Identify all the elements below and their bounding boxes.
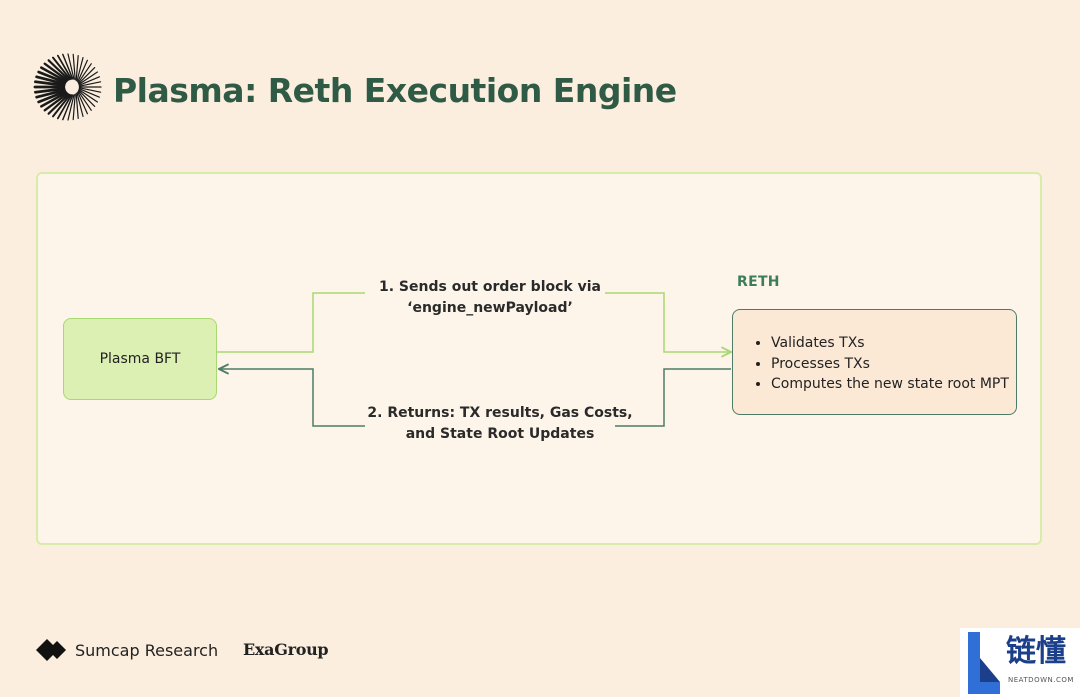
sunburst-ray — [52, 56, 71, 81]
sunburst-ray — [52, 93, 71, 118]
sunburst-ray — [75, 54, 79, 81]
sunburst-ray — [78, 88, 99, 103]
sunburst-ray — [37, 90, 67, 104]
sunburst-ray — [72, 53, 76, 81]
sunburst-ray — [40, 66, 68, 83]
reth-title: RETH — [737, 274, 780, 290]
page-title: Plasma: Reth Execution Engine — [113, 71, 677, 110]
list-item: Validates TXs — [753, 333, 1006, 354]
sunburst-ray — [77, 59, 89, 83]
sunburst-ray — [77, 63, 92, 84]
sunburst-ray — [67, 94, 75, 121]
sunburst-ray — [78, 87, 102, 93]
list-item: Processes TXs — [753, 354, 1006, 375]
double-diamond-icon — [36, 639, 66, 661]
sumcap-brand: Sumcap Research — [35, 637, 218, 663]
sunburst-ray — [78, 89, 96, 108]
sunburst-ray — [77, 90, 92, 111]
neatdown-watermark: 链懂 NEATDOWN.COM — [960, 628, 1080, 697]
sunburst-ray — [34, 87, 66, 94]
step-1-line-1: 1. Sends out order block via — [379, 279, 601, 295]
request-arrow — [217, 292, 365, 353]
sunburst-ray — [37, 70, 67, 84]
sunburst-ray — [43, 92, 69, 112]
watermark-chinese: 链懂 — [1006, 634, 1066, 669]
sunburst-ray — [75, 93, 79, 120]
sunburst-ray — [47, 59, 70, 81]
sunburst-ray — [62, 53, 74, 80]
step-1-line-2: ‘engine_newPayload’ — [407, 300, 573, 316]
sunburst-ray — [72, 93, 76, 121]
sunburst-ray — [67, 53, 75, 80]
step-2-line-2: and State Root Updates — [405, 426, 595, 442]
sunburst-ray — [35, 75, 66, 86]
plasma-bft-node: Plasma BFT — [63, 318, 217, 400]
sunburst-ray — [43, 62, 69, 82]
reth-list: Validates TXs Processes TXs Computes the… — [753, 333, 1009, 395]
sunburst-ray — [78, 71, 99, 86]
sunburst-ray — [78, 76, 101, 86]
sunburst-logo-icon — [33, 53, 102, 121]
sunburst-ray — [40, 91, 68, 108]
sunburst-ray — [35, 88, 66, 99]
exagroup-label: ExaGroup — [243, 640, 329, 659]
watermark-english: NEATDOWN.COM — [1008, 676, 1074, 684]
response-arrow-head — [219, 369, 365, 427]
neatdown-logo-icon — [968, 632, 1000, 694]
sumcap-label: Sumcap Research — [75, 640, 219, 660]
list-item: Computes the new state root MPT — [753, 374, 1009, 395]
sunburst-ray — [34, 80, 66, 87]
sunburst-ray — [56, 94, 73, 120]
sunburst-ray — [76, 92, 84, 118]
step-2-line-1: 2. Returns: TX results, Gas Costs, — [367, 405, 633, 421]
sunburst-ray — [78, 88, 101, 98]
request-arrow-tail — [605, 292, 731, 352]
step-1-label: 1. Sends out order block via ‘engine_new… — [370, 277, 610, 319]
sunburst-ray — [56, 54, 73, 80]
sunburst-ray — [78, 81, 102, 87]
sunburst-ray — [76, 56, 84, 82]
step-2-label: 2. Returns: TX results, Gas Costs, and S… — [355, 403, 645, 445]
sunburst-ray — [62, 94, 74, 121]
sunburst-ray — [47, 93, 70, 115]
sunburst-ray — [78, 67, 96, 85]
reth-node: Validates TXs Processes TXs Computes the… — [732, 309, 1017, 415]
plasma-bft-label: Plasma BFT — [99, 351, 181, 367]
sunburst-ray — [77, 91, 89, 115]
response-arrow — [615, 368, 731, 427]
